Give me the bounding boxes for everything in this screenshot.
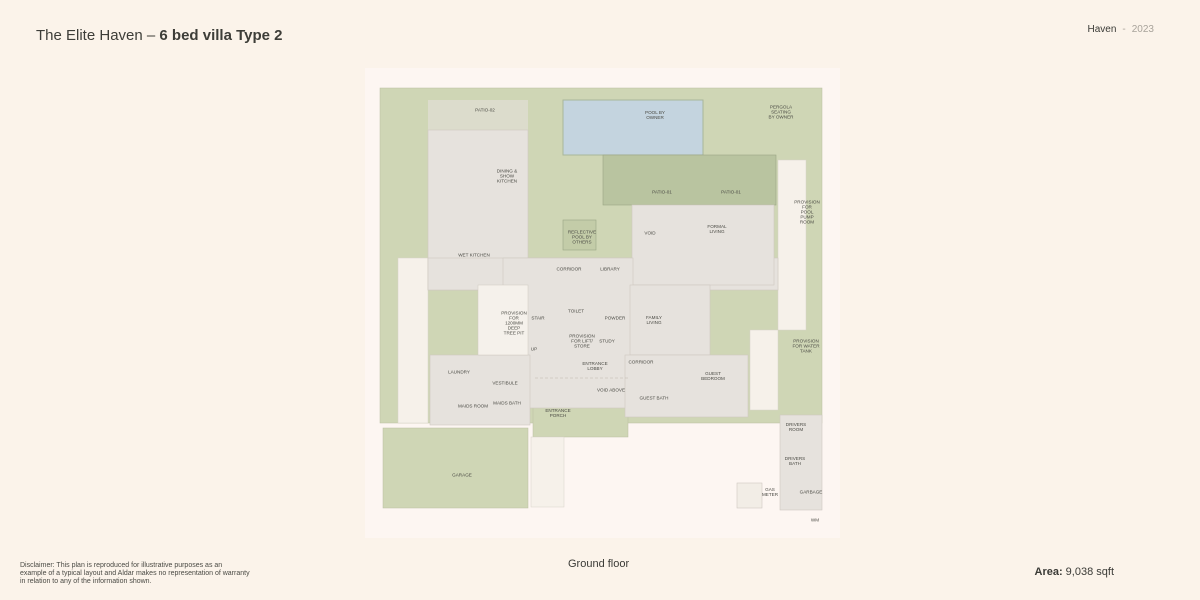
paving-entry [530, 436, 565, 508]
guest-area [624, 354, 749, 418]
room-label-watertank: PROVISION FOR WATER TANK [792, 338, 820, 354]
gas-meter-area [736, 482, 763, 509]
room-label-dining: DINING & SHOW KITCHEN [496, 168, 518, 184]
drivers-area [779, 414, 823, 511]
room-label-wetkitchen: WET KITCHEN [458, 252, 490, 258]
disclaimer: Disclaimer: This plan is reproduced for … [20, 562, 250, 585]
reflective-pool-area [562, 219, 597, 251]
room-label-laundry: LAUNDRY [448, 369, 470, 375]
patio-02-area [428, 100, 528, 130]
room-label-porch: ENTRANCE PORCH [545, 408, 571, 418]
room-label-corridor2: CORRIDOR [628, 359, 654, 365]
room-label-pump: PROVISION FOR POOL PUMP ROOM [794, 199, 820, 225]
room-label-formal: FORMAL LIVING [707, 224, 727, 234]
separator: - [1122, 24, 1126, 35]
room-label-family: FAMILY LIVING [646, 315, 662, 325]
room-label-treepit: PROVISION FOR 1200MM DEEP TREE PIT [501, 310, 527, 336]
brand: Haven [1087, 24, 1117, 35]
brand-year: Haven-2023 [1088, 24, 1155, 35]
room-label-corridor1: CORRIDOR [556, 266, 582, 272]
room-label-up: UP [530, 346, 538, 352]
room-label-powder: POWDER [604, 315, 626, 321]
room-label-vestibule: VESTIBULE [492, 380, 518, 386]
room-label-maidsroom: MAIDS ROOM [457, 403, 489, 409]
area-summary: Area: 9,038 sqft [1035, 566, 1115, 578]
room-label-wm: WM [810, 517, 820, 523]
room-label-entlobby: ENTRANCE LOBBY [582, 361, 608, 371]
stair-area [477, 284, 529, 356]
service-area [429, 354, 531, 426]
room-label-garbage: GARBAGE [799, 489, 823, 495]
room-label-stair: STAIR [531, 315, 545, 321]
room-label-library: LIBRARY [600, 266, 620, 272]
room-label-pool: POOL BY OWNER [645, 110, 665, 120]
room-label-lift: PROVISION FOR LIFT/ STORE [569, 333, 595, 349]
garage-area [382, 427, 529, 509]
paving-right-lower [749, 329, 779, 411]
year: 2023 [1131, 24, 1154, 35]
room-label-reflective: REFLECTIVE POOL BY OTHERS [567, 229, 597, 245]
room-label-voidabove: VOID ABOVE [596, 387, 626, 393]
room-label-gasmeter: GAS METER [761, 487, 779, 497]
entrance-porch-area [532, 404, 629, 438]
room-label-patio-01b: PATIO-01 [721, 189, 741, 195]
room-label-driversroom: DRIVERS ROOM [785, 422, 807, 432]
formal-living-area [631, 204, 775, 286]
room-label-guestbath: GUEST BATH [639, 395, 669, 401]
room-label-toilet: TOILET [568, 308, 584, 314]
area-value: 9,038 sqft [1062, 566, 1114, 578]
room-label-study: STUDY [599, 338, 615, 344]
room-label-pergola: PERGOLA SEATING BY OWNER [768, 104, 794, 120]
room-label-garage: GARAGE [452, 472, 472, 478]
paving-right [777, 159, 807, 331]
room-label-guestbed: GUEST BEDROOM [701, 371, 725, 381]
floor-label: Ground floor [568, 558, 630, 570]
room-label-patio-01a: PATIO-01 [652, 189, 672, 195]
room-label-driversbath: DRIVERS BATH [784, 456, 806, 466]
room-label-void: VOID [644, 230, 656, 236]
title-prefix: The Elite Haven – [36, 27, 160, 44]
page-title: The Elite Haven – 6 bed villa Type 2 [36, 27, 283, 44]
title-bold: 6 bed villa Type 2 [159, 27, 283, 44]
room-label-patio-02: PATIO-02 [475, 107, 495, 113]
family-living-area [629, 284, 711, 356]
area-label: Area: [1034, 566, 1063, 578]
patio-01-area [602, 154, 777, 206]
paving-left [397, 257, 429, 424]
room-label-maidsbath: MAIDS BATH [493, 400, 521, 406]
pool-area [562, 99, 704, 156]
